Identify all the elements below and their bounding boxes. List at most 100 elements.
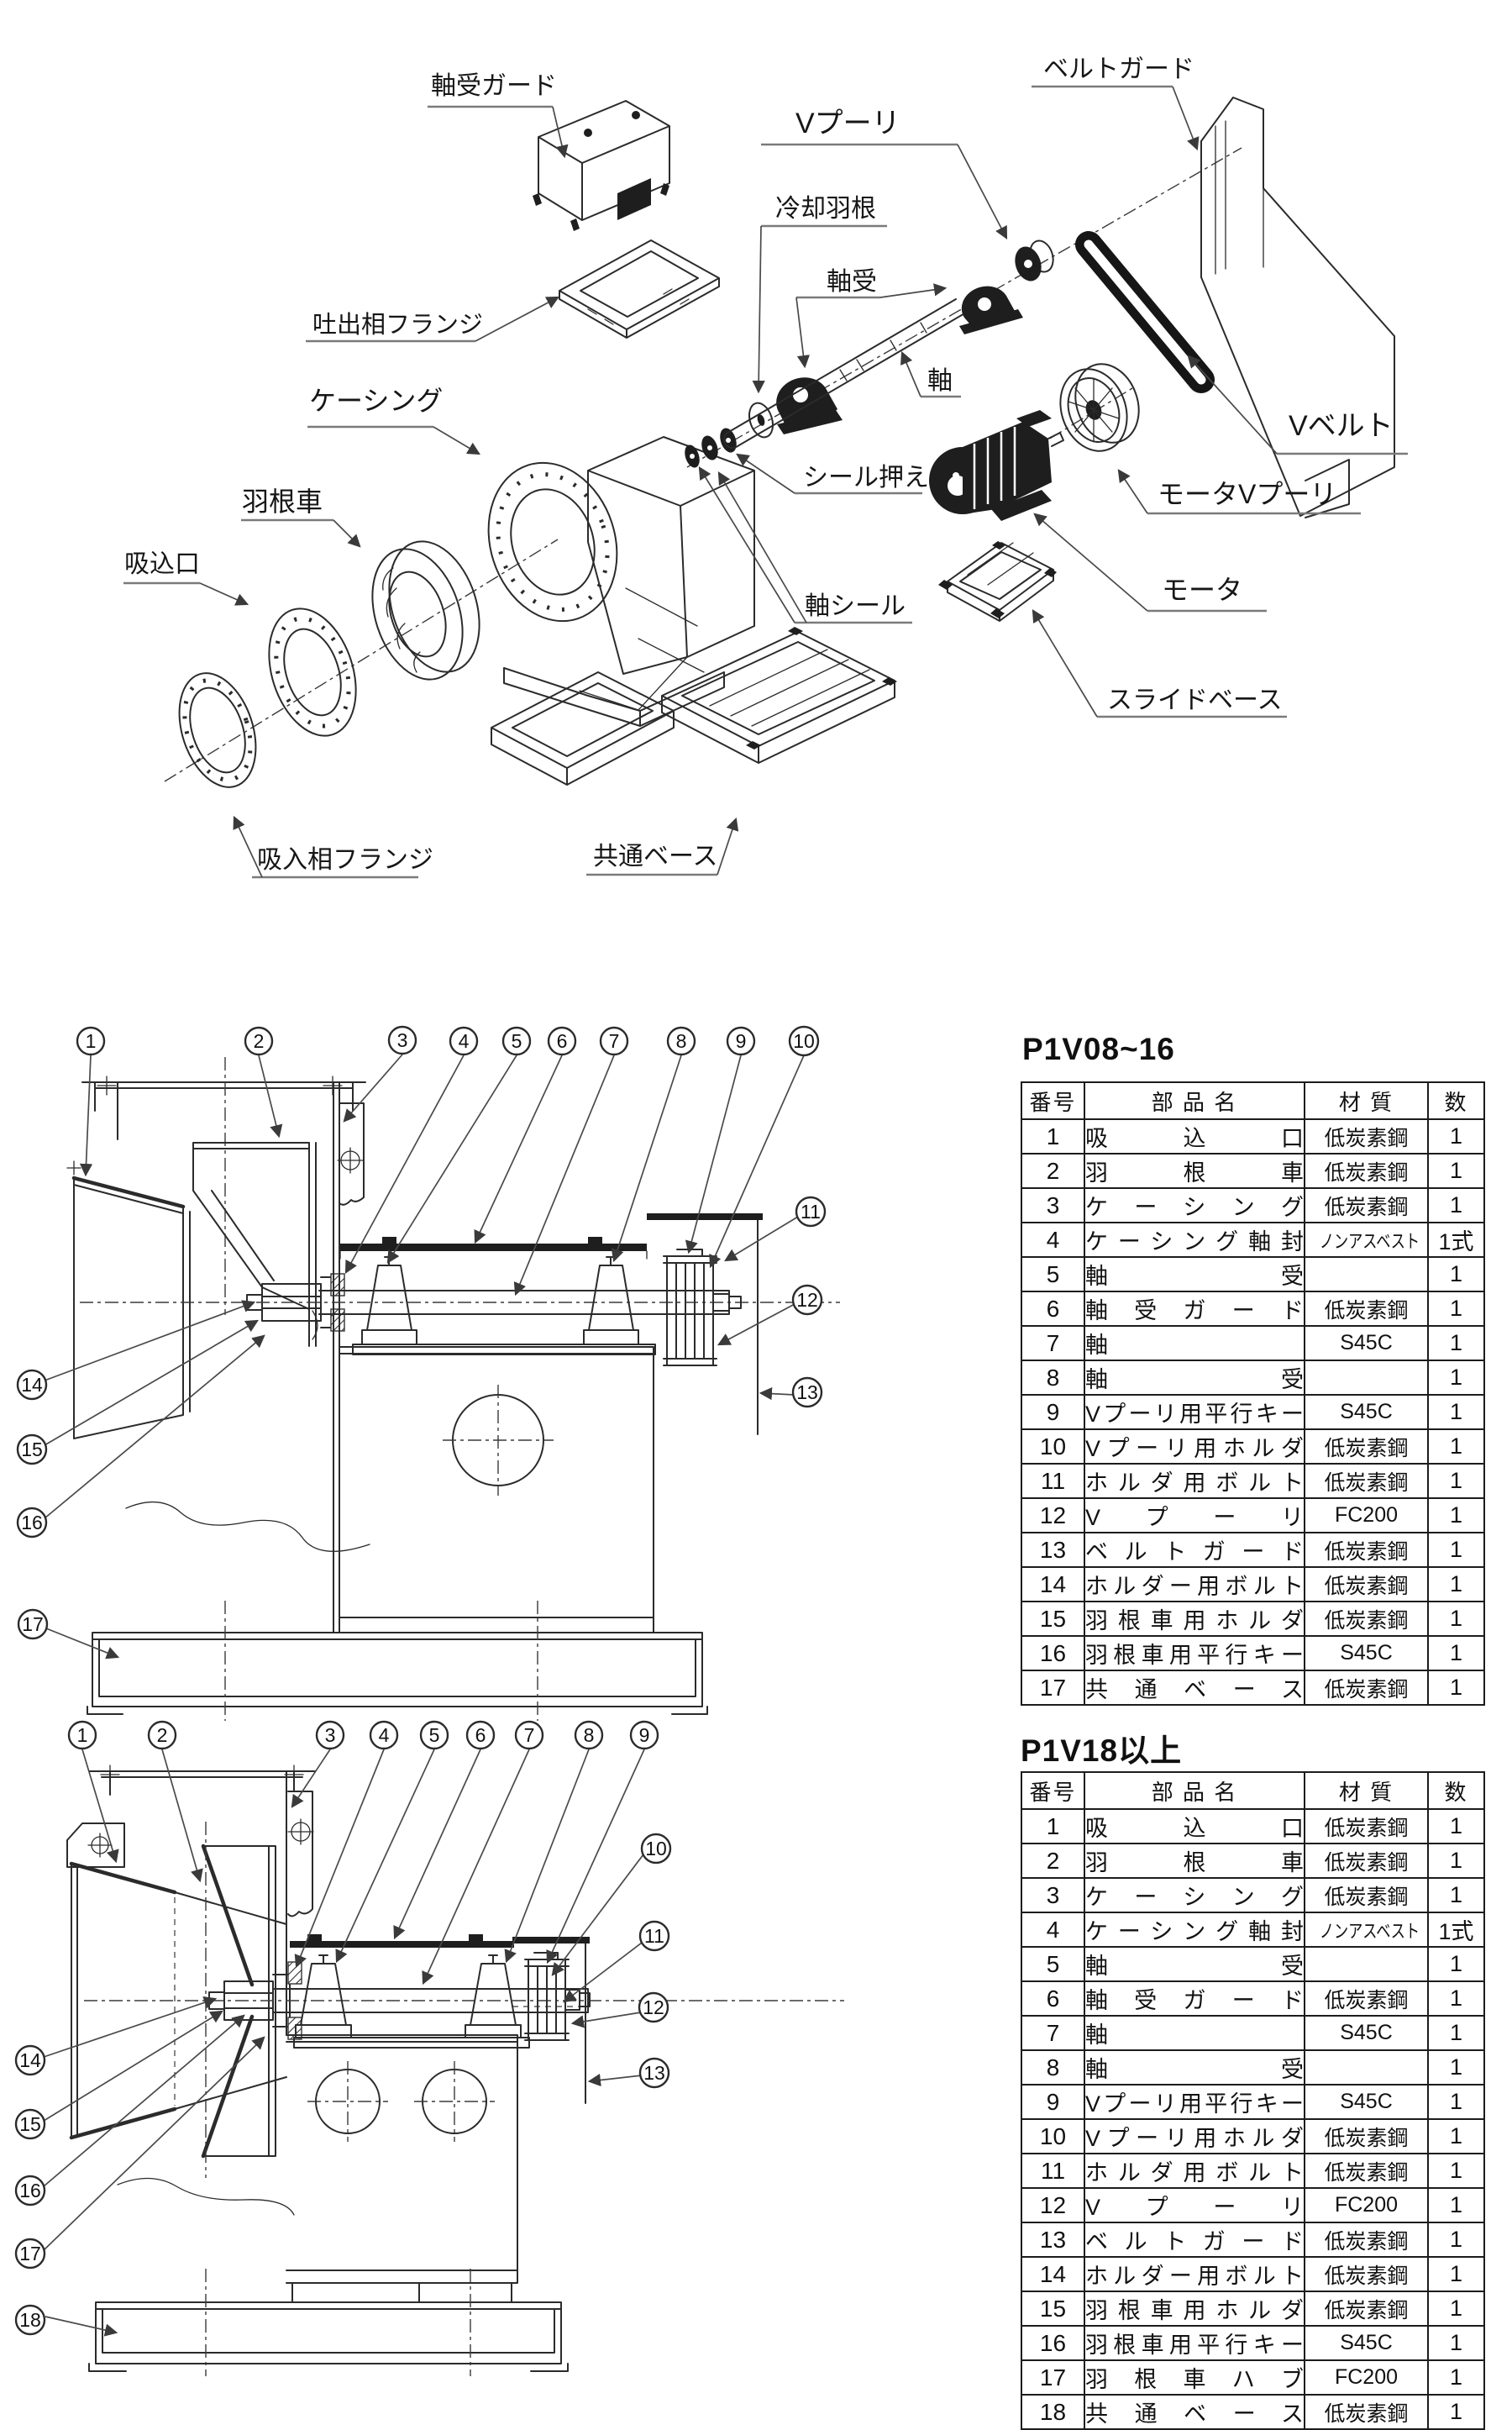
col-header-qty: 数: [1427, 1771, 1485, 1810]
cell-part-number: 9: [1021, 1394, 1085, 1430]
cell-part-name: Vプーリ用平行キー: [1084, 1394, 1305, 1430]
cell-part-name: Vプーリ用平行キー: [1084, 2084, 1305, 2120]
label-cooling-fan: 冷却羽根: [752, 195, 887, 394]
table-header-row: 番号 部 品 名 材 質 数: [1021, 1771, 1485, 1810]
cell-material: 低炭素鋼: [1304, 1428, 1429, 1465]
label-v-pulley: Vプーリ: [761, 108, 1008, 240]
table-row: 2 羽根車 低炭素鋼 1: [1021, 1153, 1485, 1189]
section-drawing-2: 1 2 3 4 5 6 7 8 9 10 11 12 13 14 15 16 1…: [14, 1720, 844, 2376]
cell-part-number: 10: [1021, 1428, 1085, 1465]
callout-d2-5: 5: [419, 1720, 449, 1750]
cell-part-name: 羽根車: [1084, 1153, 1305, 1189]
table-row: 8 軸受 1: [1021, 1360, 1485, 1396]
svg-text:ケーシング: ケーシング: [309, 386, 443, 416]
part-motor: [929, 410, 1064, 521]
technical-drawing-canvas: 軸受ガード Vプーリ ベルトガード 冷却羽根 軸受 吐出相フランジ 軸: [14, 55, 1408, 2376]
callout-d2-16: 16: [14, 2175, 46, 2206]
table-row: 4 ケーシング軸封 ノンアスベスト 1式: [1021, 1912, 1485, 1948]
exploded-diagram: 軸受ガード Vプーリ ベルトガード 冷却羽根 軸受 吐出相フランジ 軸: [123, 55, 1408, 879]
cell-part-name: ベルトガード: [1084, 2222, 1305, 2258]
cell-part-number: 18: [1021, 2394, 1085, 2430]
label-shaft: 軸: [900, 350, 961, 398]
parts-table-p1v18: 番号 部 品 名 材 質 数 1 吸込口 低炭素鋼 1 2 羽根車 低炭素鋼 1…: [1021, 1771, 1485, 2430]
col-header-no: 番号: [1021, 1081, 1085, 1120]
cell-material: [1304, 2049, 1429, 2085]
cell-material: 低炭素鋼: [1304, 2118, 1429, 2154]
cell-material: 低炭素鋼: [1304, 2256, 1429, 2292]
callout-d1-7: 7: [599, 1026, 629, 1056]
table-row: 6 軸受ガード 低炭素鋼 1: [1021, 1291, 1485, 1327]
cell-material: [1304, 1360, 1429, 1396]
callout-d2-15: 15: [14, 2108, 46, 2140]
svg-text:モータ: モータ: [1162, 575, 1242, 605]
svg-text:9: 9: [639, 1724, 650, 1746]
label-slide-base: スライドベース: [1032, 609, 1287, 718]
callout-d2-14: 14: [14, 2044, 46, 2076]
svg-text:8: 8: [676, 1030, 687, 1052]
svg-text:17: 17: [19, 2243, 41, 2264]
cell-part-number: 17: [1021, 1670, 1085, 1706]
callout-d1-15: 15: [16, 1433, 48, 1465]
callout-d2-13: 13: [638, 2057, 670, 2089]
svg-text:13: 13: [643, 2062, 665, 2084]
cell-part-number: 6: [1021, 1980, 1085, 2017]
svg-text:軸受: 軸受: [827, 268, 877, 296]
label-bearing-guard: 軸受ガード: [428, 72, 569, 159]
svg-text:吸込口: 吸込口: [124, 550, 200, 578]
svg-text:スライドベース: スライドベース: [1107, 686, 1283, 714]
cell-part-number: 4: [1021, 1912, 1085, 1948]
cell-material: 低炭素鋼: [1304, 1566, 1429, 1602]
table-row: 14 ホルダー用ボルト 低炭素鋼 1: [1021, 2256, 1485, 2292]
cell-quantity: 1: [1427, 1532, 1485, 1568]
cell-part-number: 1: [1021, 1118, 1085, 1155]
svg-text:シール押え: シール押え: [803, 464, 929, 492]
cell-part-name: 羽根車: [1084, 1843, 1305, 1879]
svg-text:Vプーリ: Vプーリ: [795, 108, 900, 139]
cell-part-number: 13: [1021, 2222, 1085, 2258]
svg-text:吐出相フランジ: 吐出相フランジ: [312, 311, 483, 339]
cell-part-name: ベルトガード: [1084, 1532, 1305, 1568]
parts-table-p1v08-16: 番号 部 品 名 材 質 数 1 吸込口 低炭素鋼 1 2 羽根車 低炭素鋼 1…: [1021, 1081, 1485, 1706]
cell-quantity: 1: [1427, 1187, 1485, 1223]
cell-quantity: 1: [1427, 1980, 1485, 2017]
cell-part-name: 羽根車用ホルダ: [1084, 1601, 1305, 1637]
table-row: 4 ケーシング軸封 ノンアスベスト 1式: [1021, 1222, 1485, 1258]
table-row: 6 軸受ガード 低炭素鋼 1: [1021, 1980, 1485, 2017]
table-row: 2 羽根車 低炭素鋼 1: [1021, 1843, 1485, 1879]
callout-d2-10: 10: [640, 1833, 672, 1865]
cell-part-number: 12: [1021, 1497, 1085, 1533]
svg-text:1: 1: [77, 1724, 88, 1746]
page: { "exploded": { "labels": { "bearing_gua…: [14, 55, 1485, 2430]
cell-part-number: 3: [1021, 1187, 1085, 1223]
cell-part-number: 6: [1021, 1291, 1085, 1327]
cell-part-number: 2: [1021, 1843, 1085, 1879]
table-row: 5 軸受 1: [1021, 1946, 1485, 1982]
table-row: 9 Vプーリ用平行キー S45C 1: [1021, 1394, 1485, 1430]
svg-text:ベルトガード: ベルトガード: [1043, 55, 1194, 83]
part-shaft: [723, 298, 967, 449]
table-row: 7 軸 S45C 1: [1021, 2015, 1485, 2051]
table-row: 15 羽根車用ホルダ 低炭素鋼 1: [1021, 2291, 1485, 2327]
svg-text:17: 17: [22, 1613, 44, 1635]
label-motor-v-pulley: モータVプーリ: [1117, 469, 1361, 515]
callout-d1-3: 3: [387, 1025, 417, 1055]
label-common-base: 共通ベース: [586, 817, 739, 876]
cell-part-number: 2: [1021, 1153, 1085, 1189]
cell-quantity: 1: [1427, 2394, 1485, 2430]
label-suction-flange: 吸入相フランジ: [233, 815, 433, 879]
cell-material: ノンアスベスト: [1304, 1912, 1429, 1948]
svg-text:5: 5: [429, 1724, 440, 1746]
cell-quantity: 1: [1427, 1118, 1485, 1155]
cell-part-number: 7: [1021, 2015, 1085, 2051]
callout-d2-7: 7: [514, 1720, 544, 1750]
svg-text:11: 11: [801, 1201, 821, 1223]
table-row: 16 羽根車用平行キー S45C 1: [1021, 2325, 1485, 2361]
cell-part-name: 共通ベース: [1084, 2394, 1305, 2430]
cell-part-name: ケーシング軸封: [1084, 1222, 1305, 1258]
cell-material: 低炭素鋼: [1304, 1291, 1429, 1327]
callout-d1-5: 5: [501, 1026, 532, 1056]
cell-part-name: 軸: [1084, 1325, 1305, 1361]
cell-part-number: 7: [1021, 1325, 1085, 1361]
cell-material: S45C: [1304, 2325, 1429, 2361]
cell-quantity: 1: [1427, 2256, 1485, 2292]
